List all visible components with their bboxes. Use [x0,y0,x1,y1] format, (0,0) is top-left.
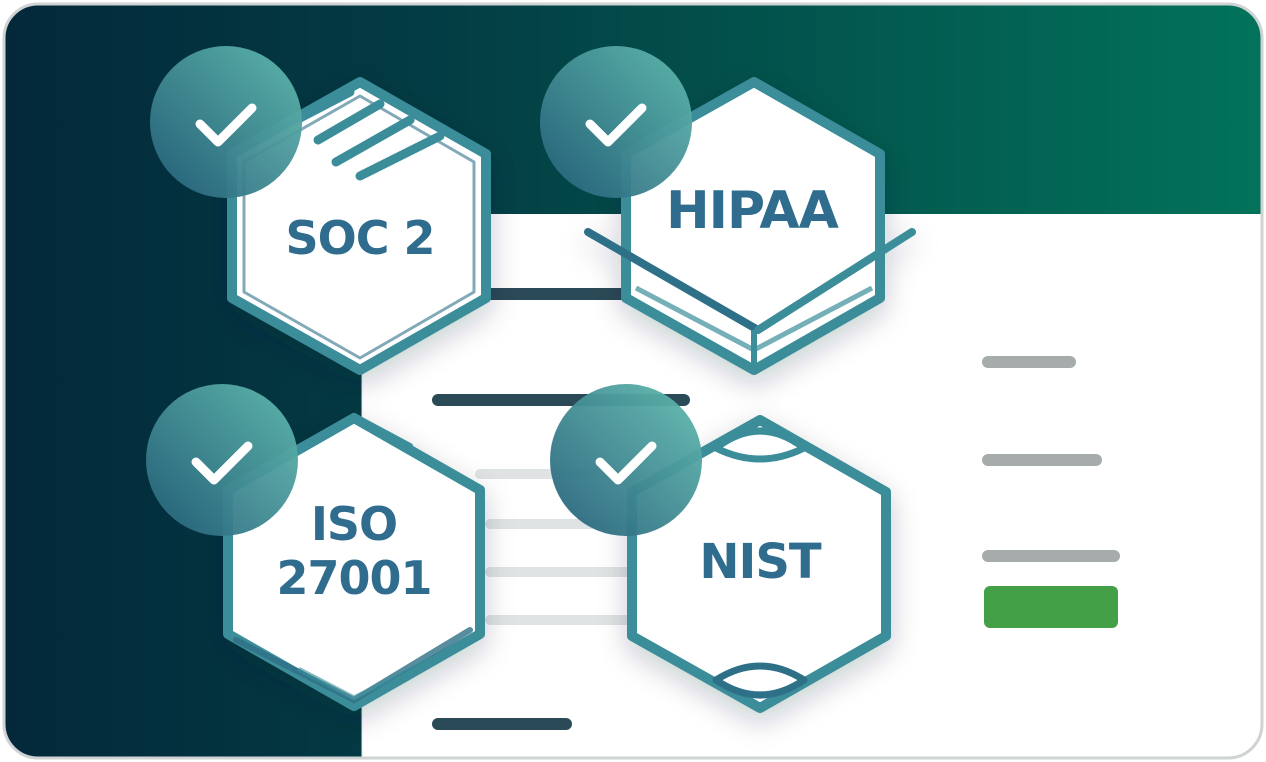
badge-label-soc2: SOC 2 [285,211,434,265]
check-circle [550,384,702,536]
badge-nist [627,415,891,713]
check-icon [595,441,657,485]
badge-soc2 [227,77,491,375]
badge-label-hipaa: HIPAA [666,181,838,241]
check-circle [150,46,302,198]
stripe-decoration [295,87,445,181]
badge-label-iso-line2: 27001 [276,551,431,605]
sidebar-lines [982,356,1120,628]
check-circle [540,46,692,198]
check-circle [146,384,298,536]
accent-bar [984,586,1118,628]
check-badge-soc2 [150,46,302,198]
check-icon [191,441,253,485]
badge-label-nist: NIST [699,534,822,590]
badge-hipaa [584,77,916,375]
badge-label-iso-line1: ISO [311,497,397,551]
check-badge-nist [550,384,702,536]
check-badge-hipaa [540,46,692,198]
check-icon [195,103,257,147]
check-icon [585,103,647,147]
check-badge-iso27001 [146,384,298,536]
